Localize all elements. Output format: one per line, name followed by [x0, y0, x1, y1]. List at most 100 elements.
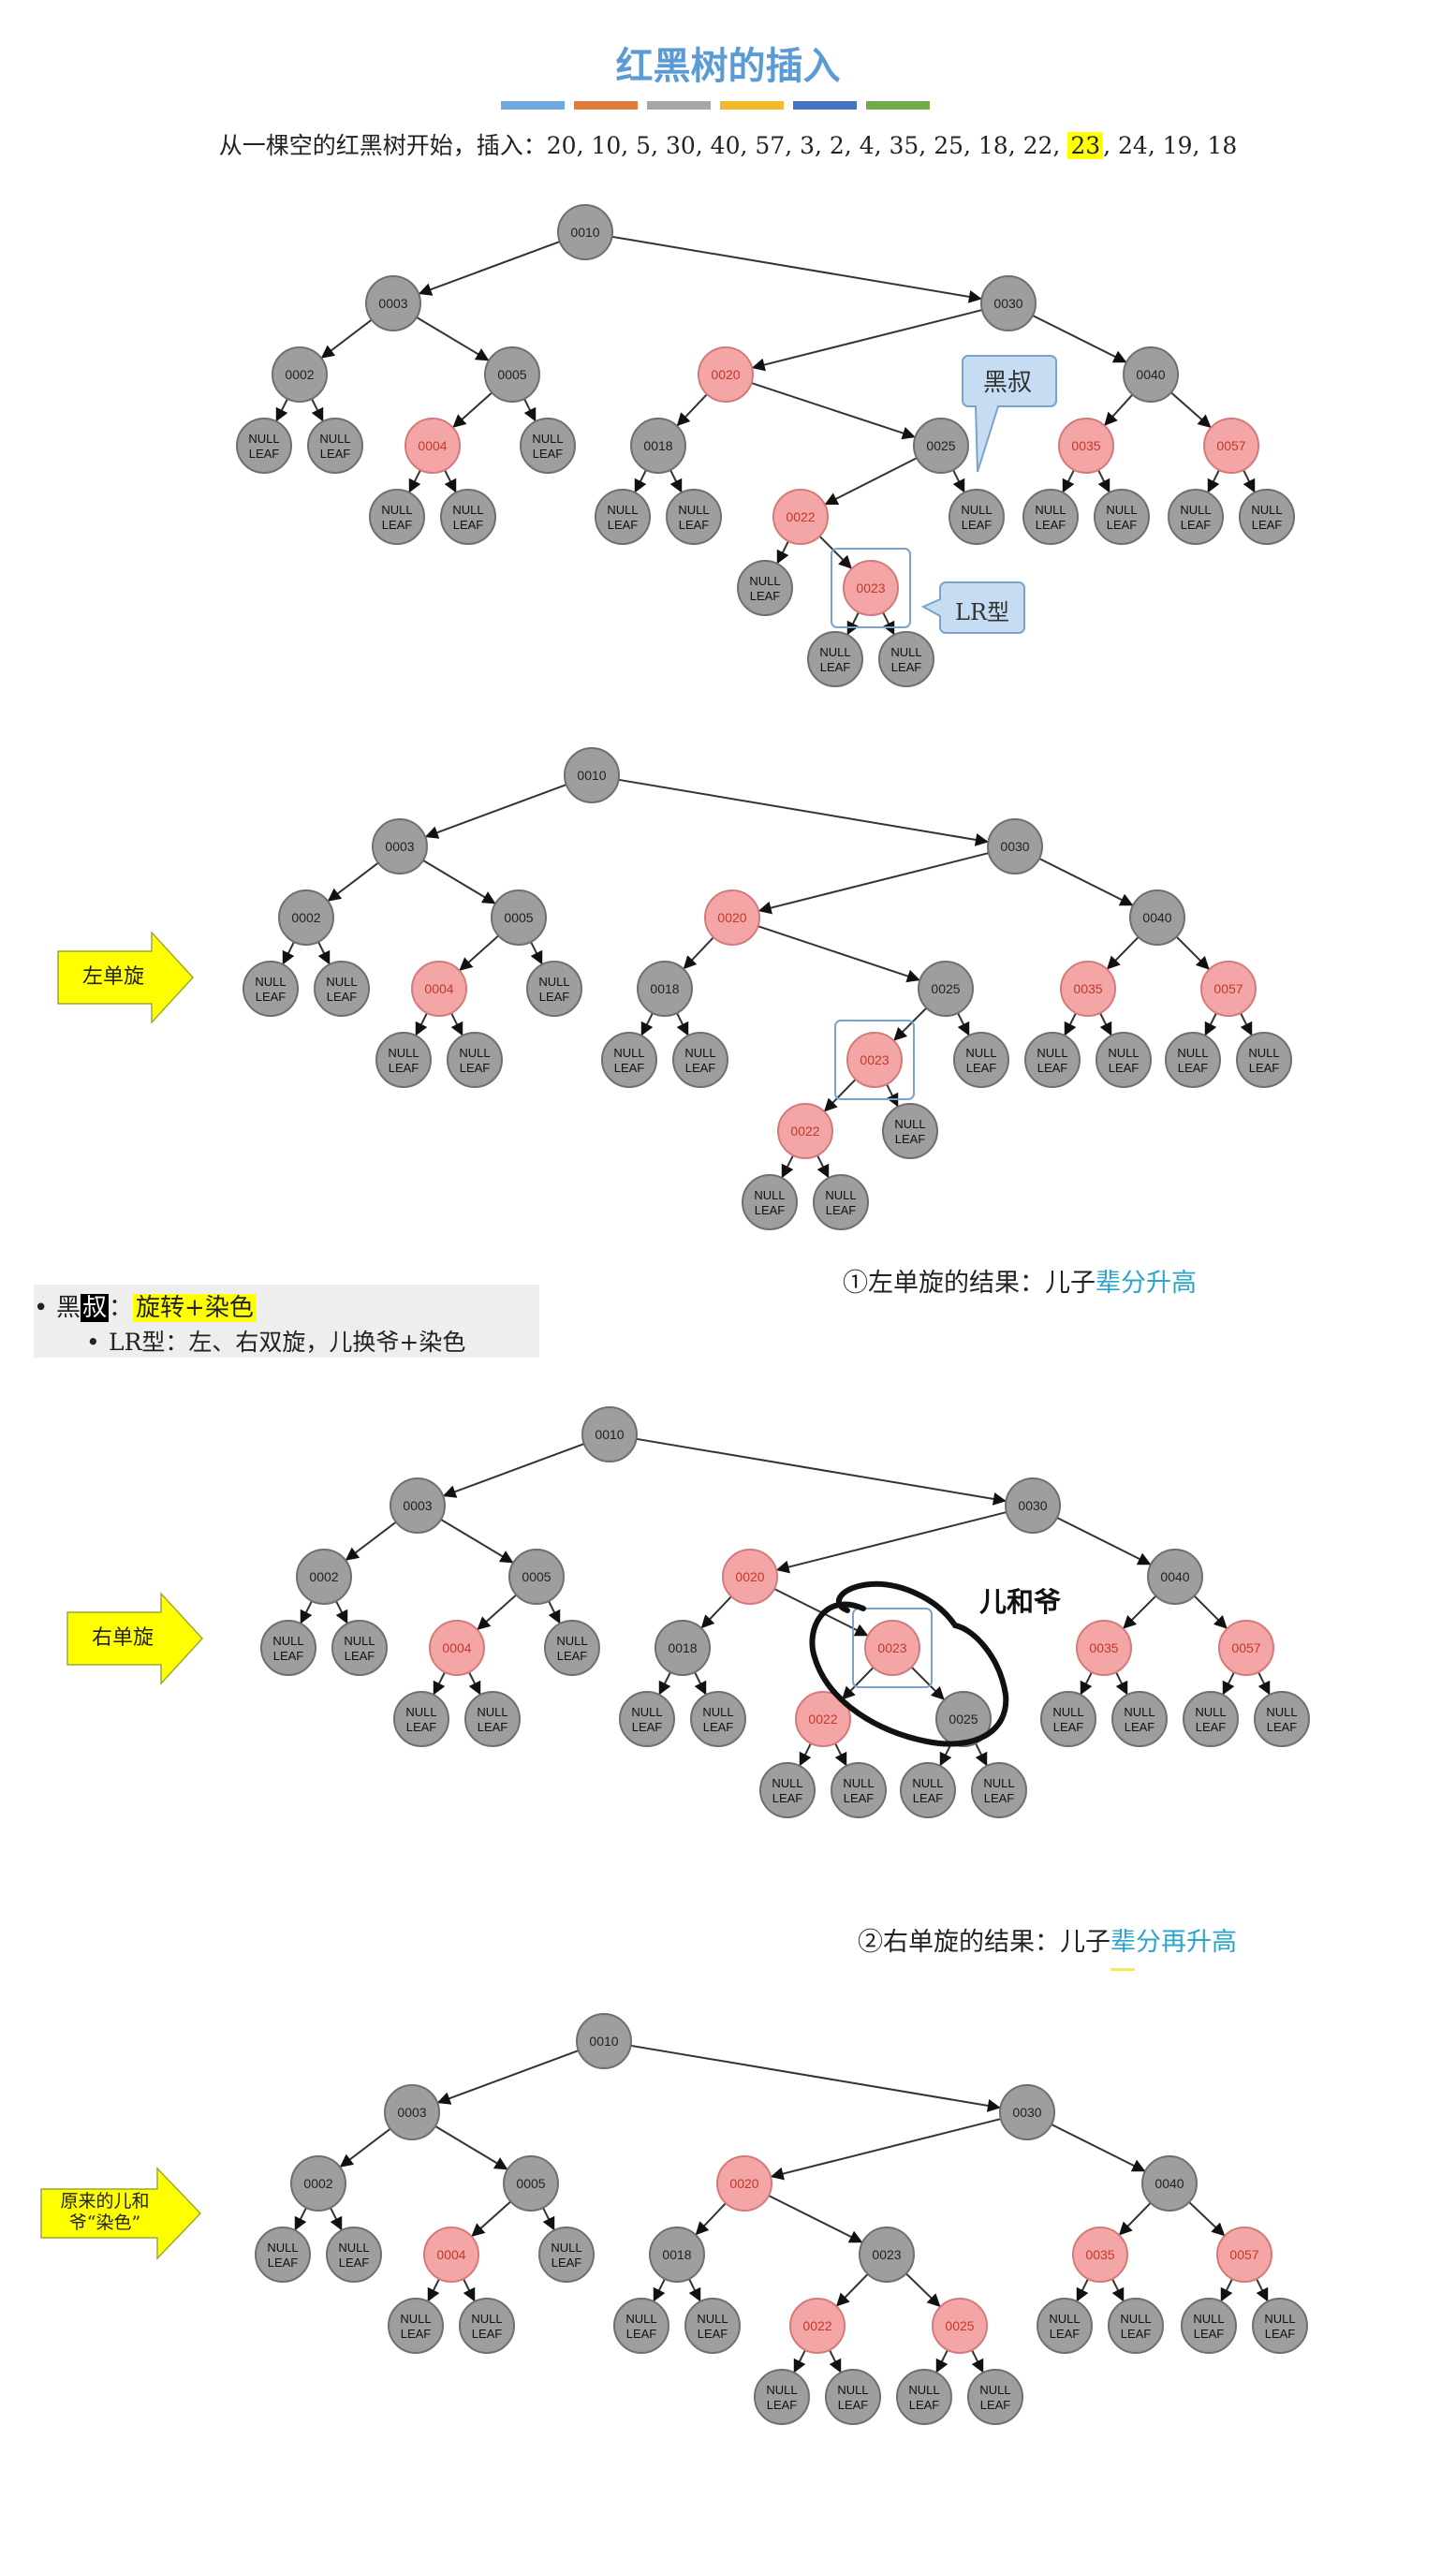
null-leaf-label: LEAF — [320, 447, 351, 461]
null-leaf-label: NULL — [983, 1776, 1014, 1790]
tree-edge — [1115, 1671, 1128, 1696]
tree-edge — [882, 611, 895, 636]
node-0030-label: 0030 — [1000, 839, 1029, 854]
node-0035-label: 0035 — [1071, 438, 1100, 453]
null-leaf-label: LEAF — [539, 990, 570, 1004]
tree-edge — [1104, 393, 1134, 426]
tree-edge — [1097, 469, 1110, 493]
null-leaf-circle — [464, 1691, 521, 1747]
null-leaf-label: LEAF — [406, 1720, 437, 1734]
null-leaf-circle — [459, 2298, 515, 2354]
null-leaf-label: LEAF — [273, 1649, 304, 1663]
node-0003-circle — [384, 2084, 440, 2140]
null-leaf-label: LEAF — [626, 2327, 657, 2341]
tree-edge — [676, 1012, 689, 1036]
arrow-recolor — [40, 2167, 202, 2260]
node-0035-circle — [1076, 1620, 1132, 1676]
tree-edge — [893, 1007, 928, 1041]
null-leaf-label: NULL — [1180, 503, 1211, 517]
null-leaf-circle — [619, 1691, 675, 1747]
tree-edge — [658, 1671, 671, 1696]
null-leaf-label: NULL — [613, 1046, 644, 1060]
null-leaf-circle — [1037, 2298, 1093, 2354]
null-leaf-circle — [1108, 2298, 1164, 2354]
arrow-left-rotate-label: 左单旋 — [81, 965, 144, 989]
tree-edge — [1032, 315, 1127, 363]
tree-edge — [757, 925, 920, 983]
tree-edge — [957, 1012, 970, 1036]
tree-edge — [317, 941, 331, 965]
tree-edge — [1062, 469, 1075, 493]
node-0002-label: 0002 — [309, 1569, 338, 1584]
null-leaf-label: NULL — [749, 574, 780, 588]
title-color-bar — [501, 101, 565, 110]
null-leaf-label: NULL — [1248, 1046, 1279, 1060]
null-leaf-label: NULL — [754, 1188, 785, 1202]
node-0023-label: 0023 — [860, 1052, 889, 1067]
null-leaf-label: LEAF — [820, 660, 851, 674]
arrow-right-rotate-label: 右单旋 — [91, 1626, 154, 1650]
null-leaf-circle — [1181, 2298, 1237, 2354]
null-leaf-label: NULL — [843, 1776, 874, 1790]
null-leaf-circle — [1254, 1691, 1310, 1747]
caption-underline-mark — [1110, 1968, 1135, 1971]
title-color-bar — [793, 101, 857, 110]
null-leaf-label: LEAF — [966, 1061, 997, 1075]
null-leaf-label: LEAF — [1249, 1061, 1280, 1075]
tree-edge — [471, 2200, 512, 2237]
tree-edge — [339, 2127, 391, 2168]
node-0025-circle — [918, 961, 974, 1017]
subtitle-sequence: 20, 10, 5, 30, 40, 57, 3, 2, 4, 35, 25, … — [546, 132, 1068, 159]
null-leaf-label: NULL — [381, 503, 412, 517]
tree-edge — [1051, 2124, 1146, 2172]
tree-edge — [418, 241, 561, 296]
title-color-bar — [647, 101, 711, 110]
node-0023-label: 0023 — [877, 1640, 906, 1655]
null-leaf-label: NULL — [819, 645, 850, 659]
node-0003-circle — [372, 818, 428, 874]
null-leaf-label: LEAF — [755, 1203, 786, 1217]
null-leaf-label: LEAF — [1181, 518, 1212, 532]
null-leaf-label: NULL — [538, 975, 569, 989]
null-leaf-label: NULL — [1124, 1705, 1155, 1719]
node-0025-label: 0025 — [945, 2318, 974, 2333]
null-leaf-circle — [742, 1174, 798, 1230]
tree-edge — [618, 778, 989, 846]
node-0023-label: 0023 — [872, 2247, 901, 2262]
null-leaf-circle — [1165, 1032, 1221, 1088]
null-leaf-label: LEAF — [382, 518, 413, 532]
null-leaf-circle — [1236, 1032, 1292, 1088]
tree-edge — [824, 457, 918, 506]
null-leaf-label: NULL — [631, 1705, 662, 1719]
null-leaf-label: LEAF — [913, 1791, 944, 1805]
null-leaf-label: NULL — [1052, 1705, 1083, 1719]
node-0022-circle — [789, 2298, 846, 2354]
node-0020-label: 0020 — [735, 1569, 764, 1584]
null-leaf-circle — [672, 1032, 728, 1088]
tree-edge — [1056, 1517, 1152, 1565]
tree-1-before: NULLLEAFNULLLEAFNULLLEAFNULLLEAFNULLLEAF… — [236, 204, 1295, 687]
null-leaf-circle — [813, 1174, 869, 1230]
hand-drawn-circle — [809, 1580, 1009, 1747]
null-leaf-label: LEAF — [256, 990, 287, 1004]
null-leaf-circle — [314, 961, 370, 1017]
node-0057-label: 0057 — [1231, 1640, 1260, 1655]
null-leaf-label: NULL — [267, 2241, 298, 2255]
node-0030-circle — [999, 2084, 1055, 2140]
node-0010-label: 0010 — [595, 1427, 624, 1442]
null-leaf-label: NULL — [1106, 503, 1137, 517]
node-0030-label: 0030 — [993, 296, 1022, 311]
tree-edge — [793, 2349, 806, 2374]
arrow-recolor-line1: 原来的儿和 — [60, 2191, 150, 2212]
tree-edge — [676, 393, 708, 427]
null-leaf-circle — [595, 489, 651, 545]
null-leaf-label: LEAF — [826, 1203, 857, 1217]
node-0030-circle — [987, 818, 1043, 874]
null-leaf-circle — [255, 2227, 311, 2283]
tree-edge — [1111, 2278, 1125, 2302]
tree-edge — [1243, 469, 1256, 493]
node-0057-circle — [1203, 418, 1259, 474]
tree-edge — [835, 2273, 869, 2307]
tree-edge — [1193, 1595, 1228, 1629]
node-0003-circle — [365, 275, 421, 331]
